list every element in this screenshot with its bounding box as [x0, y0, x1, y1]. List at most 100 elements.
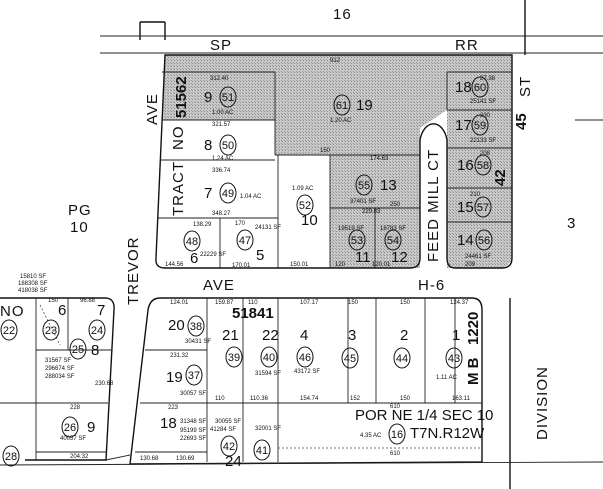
parcel-number: 59 — [474, 120, 486, 132]
dimension-label: 124.01 — [170, 300, 189, 306]
dimension-label: 610 — [390, 451, 401, 457]
dimension-label: 210 — [470, 192, 481, 198]
upper-block — [155, 54, 513, 269]
street-st: ST — [517, 76, 534, 97]
dimension-label: 250 — [390, 202, 401, 208]
parcel-circle — [474, 154, 492, 176]
dimension-label: 230 — [480, 113, 491, 119]
lot-number: 2 — [400, 327, 408, 344]
block-labels: 51562 51841 45 42 M B 1220 POR NE 1/4 SE… — [173, 76, 530, 442]
lot-number: 17 — [455, 117, 472, 134]
parcel-circle — [2, 445, 20, 467]
lot-number: 10 — [301, 212, 318, 229]
top-label: 16 — [333, 6, 352, 23]
parcel-circle — [474, 196, 492, 218]
parcel-area: 24461 SF — [465, 254, 491, 260]
parcel-number: 22 — [3, 325, 15, 337]
parcel-number: 24 — [91, 325, 103, 337]
dimension-label: 312.40 — [210, 76, 229, 82]
area-note: 296674 SF — [45, 366, 75, 372]
street-trevor-ave: AVE — [144, 93, 161, 125]
area-note: 41284 SF — [210, 427, 236, 433]
lot-number: 20 — [168, 317, 185, 334]
lot-number: 19 — [356, 97, 373, 114]
parcel-number: 53 — [351, 235, 363, 247]
map-border — [100, 0, 603, 121]
dimension-label: 229.83 — [362, 209, 381, 215]
parcel-number: 41 — [256, 445, 268, 457]
parcel-area: 31348 SF — [180, 419, 206, 425]
lot-number: 3 — [348, 327, 356, 344]
tract-45: 45 — [513, 113, 530, 130]
lot-number: 16 — [457, 157, 474, 174]
lot-number: 7 — [97, 302, 105, 319]
parcel-area: 24131 SF — [255, 225, 281, 231]
dimension-label: 321.57 — [212, 122, 231, 128]
pg-label: PG — [68, 202, 92, 219]
street-feed-mill-ct: FEED MILL CT — [425, 149, 442, 262]
mb-number: 1220 — [465, 312, 482, 345]
parcel-number: 49 — [222, 188, 234, 200]
parcel-number: 26 — [64, 422, 76, 434]
parcel-circle — [187, 315, 205, 337]
parcel-circle — [0, 319, 18, 341]
parcel-number: 44 — [396, 353, 408, 365]
parcel-number: 38 — [190, 321, 202, 333]
no-label-left: NO — [0, 303, 25, 320]
parcel-number: 57 — [477, 202, 489, 214]
dimension-label: 336.74 — [212, 168, 231, 174]
parcel-number: 54 — [387, 235, 399, 247]
lot-number: 21 — [222, 327, 239, 344]
dimension-label: 231.32 — [170, 353, 189, 359]
dimension-label: 348.27 — [212, 211, 231, 217]
area-note: 22693 SF — [180, 436, 206, 442]
parcel-number: 52 — [299, 200, 311, 212]
side-label: 3 — [567, 215, 576, 232]
parcel-number: 46 — [299, 352, 311, 364]
dimension-label: 120.01 — [372, 262, 391, 268]
parcel-circle — [183, 230, 201, 252]
dimension-label: 110 — [248, 300, 258, 306]
dimension-label: 163.11 — [452, 396, 471, 402]
dimension-label: 27.38 — [480, 76, 496, 82]
lot-number: 12 — [391, 249, 408, 266]
lot-number: 24 — [225, 453, 242, 470]
dimension-label: 150 — [348, 300, 359, 306]
parcel-area: 31594 SF — [255, 371, 281, 377]
dimension-label: 223 — [168, 405, 179, 411]
parcel-circle — [471, 76, 489, 98]
parcel-area: 30057 SF — [180, 391, 206, 397]
street-sp: SP — [210, 37, 232, 54]
parcel-circle — [88, 319, 106, 341]
dimension-label: 150 — [320, 148, 331, 154]
dimension-label: 204.32 — [70, 454, 89, 460]
lot-number: 22 — [262, 327, 279, 344]
dimension-label: 174.63 — [370, 156, 389, 162]
street-division: DIVISION — [534, 366, 551, 440]
parcel-circle — [355, 174, 373, 196]
lower-main-block — [0, 297, 603, 489]
street-ave: AVE — [203, 277, 235, 294]
parcel-number: 23 — [45, 325, 57, 337]
lot-number: 18 — [160, 415, 177, 432]
parcel-circle — [471, 114, 489, 136]
no-label: NO — [170, 126, 187, 151]
area-note: 95199 SF — [180, 428, 206, 434]
dimension-label: 170.01 — [232, 263, 251, 269]
parcel-area: 30431 SF — [185, 339, 211, 345]
parcel-area: 1.11 AC — [436, 375, 458, 381]
tract-number-2: 51841 — [232, 305, 274, 322]
parcel-circle — [296, 194, 314, 216]
parcel-circle — [219, 182, 237, 204]
lot-number: 14 — [457, 232, 474, 249]
parcel-number: 45 — [344, 353, 356, 365]
parcel-area: 1.09 AC — [292, 186, 314, 192]
parcel-area: 22133 SF — [470, 138, 496, 144]
street-rr: RR — [455, 37, 479, 54]
parcel-circle — [42, 319, 60, 341]
dimension-label: 610 — [390, 404, 401, 410]
parcel-circle — [253, 439, 271, 461]
parcel-number: 61 — [336, 100, 348, 112]
lot-number: 1 — [452, 327, 460, 344]
parcel-number: 28 — [5, 451, 17, 463]
